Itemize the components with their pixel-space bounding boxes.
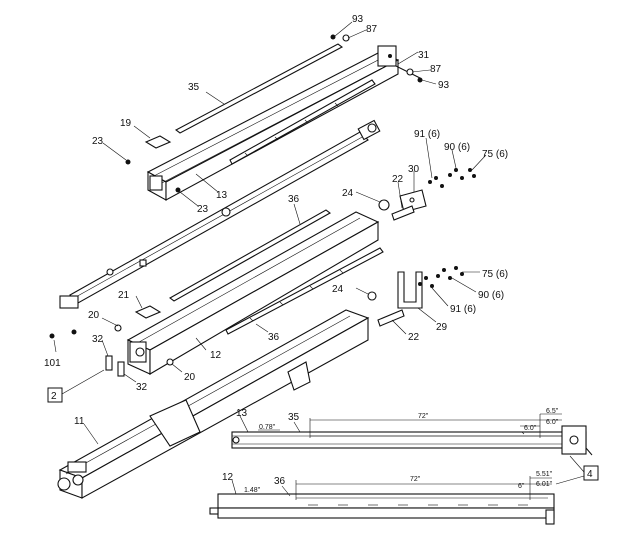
- detail-upper-strip-label: 35: [288, 412, 300, 423]
- bracket-29: [397, 266, 464, 309]
- callout-13: 13: [216, 190, 228, 201]
- screw-23-lower: [175, 187, 181, 193]
- callout-labels: 93 87 31 87 93 35 19 23 23 13 91 (6) 90 …: [44, 14, 508, 427]
- box-label-4: [583, 465, 599, 481]
- box-label-2: [47, 387, 63, 403]
- bracket-30: [399, 168, 476, 213]
- detail-upper-labels: 13 35 0.78" 72" 6.5" 6.0" 6.0": [236, 408, 559, 432]
- detail-lower-dim-a: 5.51": [536, 471, 553, 478]
- callout-24-upper: 24: [342, 188, 354, 199]
- detail-lower-dim-main: 72": [410, 476, 421, 483]
- callout-23-upper: 23: [92, 136, 104, 147]
- callout-101: 101: [44, 358, 61, 369]
- fitting-101: [49, 295, 79, 339]
- bushing-24-lower: [367, 291, 405, 327]
- callout-87-top: 87: [366, 24, 378, 35]
- callout-75-upper: 75 (6): [482, 149, 508, 160]
- callout-20-lower: 20: [184, 372, 196, 383]
- detail-upper-dim-b: 6.0": [546, 419, 559, 426]
- detail-upper-dim-a: 6.5": [546, 408, 559, 415]
- detail-lower-strip-label: 36: [274, 476, 286, 487]
- detail-middle-boom-12: [209, 476, 555, 525]
- detail-upper-dim-main: 72": [418, 413, 429, 420]
- callout-90-lower: 90 (6): [478, 290, 504, 301]
- callout-box-2: 2: [51, 391, 57, 402]
- callout-32-upper: 32: [92, 334, 104, 345]
- box-label-4-text: 4: [587, 469, 593, 480]
- detail-upper-dim-c: 6.0": [524, 425, 537, 432]
- base-boom-11: [57, 309, 370, 499]
- callout-36-upper: 36: [288, 194, 300, 205]
- callout-32-lower: 32: [136, 382, 148, 393]
- callout-91-upper: 91 (6): [414, 129, 440, 140]
- callout-20-upper: 20: [88, 310, 100, 321]
- callout-36-lower: 36: [268, 332, 280, 343]
- detail-upper-dim-left: 0.78": [259, 424, 276, 431]
- callout-91-lower: 91 (6): [450, 304, 476, 315]
- callout-75-lower: 75 (6): [482, 269, 508, 280]
- upper-boom-section-13: [146, 45, 400, 201]
- callout-21: 21: [118, 290, 130, 301]
- screw-23-upper: [125, 159, 131, 165]
- wear-strip-35: [174, 43, 376, 165]
- callout-93-bottom: 93: [438, 80, 450, 91]
- bushing-24-upper: [378, 199, 415, 221]
- callout-90-upper: 90 (6): [444, 142, 470, 153]
- callout-23-lower: 23: [197, 204, 209, 215]
- callout-93-top: 93: [352, 14, 364, 25]
- callout-24-lower: 24: [332, 284, 344, 295]
- leader-lines: [53, 21, 487, 497]
- callout-22-lower: 22: [408, 332, 420, 343]
- detail-lower-labels: 12 36 1.48" 72" 5.51" 6.01" 6": [222, 471, 553, 494]
- extension-cylinder: [69, 119, 381, 304]
- callout-11: 11: [74, 416, 85, 427]
- detail-lower-dim-c: 6": [518, 483, 525, 490]
- washer-20-upper: [114, 324, 122, 332]
- detail-upper-boom-13: [231, 413, 593, 456]
- callout-12: 12: [210, 350, 222, 361]
- callout-35: 35: [188, 82, 200, 93]
- callout-22-upper: 22: [392, 174, 404, 185]
- callout-31: 31: [418, 50, 430, 61]
- shim-32: [105, 355, 125, 377]
- pad-19: [144, 135, 172, 149]
- wear-strip-36: [168, 209, 384, 335]
- callout-19: 19: [120, 118, 132, 129]
- middle-boom-section-12: [126, 211, 380, 375]
- detail-lower-dim-b: 6.01": [536, 481, 553, 488]
- callout-29: 29: [436, 322, 448, 333]
- callout-30: 30: [408, 164, 420, 175]
- pad-21: [134, 305, 162, 319]
- detail-upper-part-label: 13: [236, 408, 248, 419]
- detail-lower-dim-left: 1.48": [244, 487, 261, 494]
- washer-20-lower: [166, 358, 174, 366]
- detail-lower-part-label: 12: [222, 472, 234, 483]
- callout-87-bottom: 87: [430, 64, 442, 75]
